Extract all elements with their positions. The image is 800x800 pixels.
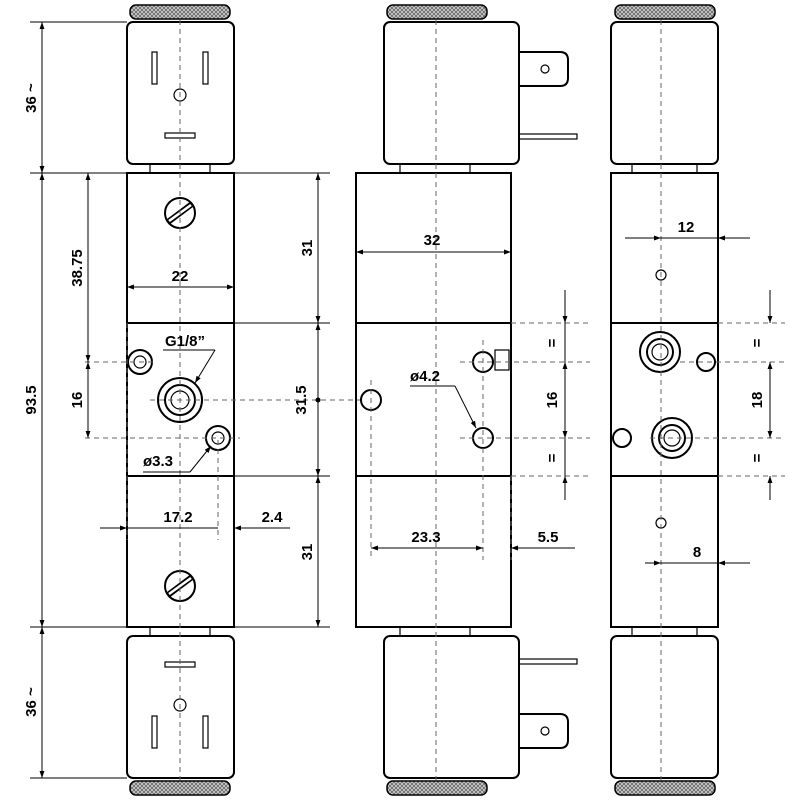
port-hole-icon	[205, 425, 231, 451]
coil-nut	[631, 163, 698, 174]
coil-slot-icon	[202, 715, 209, 749]
dim-equal-mark-1: =	[544, 338, 561, 347]
dim-mount-hole-left: ø3.3	[143, 453, 173, 470]
dim-screw-position: 38.75	[69, 249, 86, 287]
dimension-labels: 36 ~ 93.5 36 ~ 38.75 16 22 G1/8” ø3.3 17…	[23, 83, 766, 717]
port-hole-icon	[696, 352, 716, 372]
dim-port-spacing-left: 16	[69, 392, 86, 409]
port-hole-icon	[612, 428, 632, 448]
dimension-lines	[30, 21, 773, 779]
valve-body-right	[610, 172, 719, 628]
valve-body-center	[355, 172, 512, 628]
knurled-nut-bottom	[386, 780, 488, 796]
knurled-nut-top	[386, 4, 488, 20]
coil-slot-icon	[202, 51, 209, 85]
dim-offset-f: 8	[693, 544, 701, 561]
dim-offset-e: 12	[678, 219, 695, 236]
terminal-tab	[518, 658, 578, 665]
knurled-nut-bottom	[614, 780, 716, 796]
coil-top	[610, 21, 719, 165]
coil-slot-icon	[151, 51, 158, 85]
small-hole-icon	[655, 269, 667, 281]
main-port-icon	[157, 377, 203, 423]
coil-nut	[631, 626, 698, 637]
dim-end-section-bottom: 31	[299, 544, 316, 561]
dim-port-spacing-center: 16	[544, 392, 561, 409]
dim-offset-d: 5.5	[538, 529, 559, 546]
coil-bottom	[383, 635, 520, 779]
coil-bottom	[610, 635, 719, 779]
knurled-nut-top	[129, 4, 231, 20]
right-view	[610, 4, 785, 796]
dim-body-width: 32	[424, 232, 441, 249]
dim-offset-a: 17.2	[163, 509, 192, 526]
dim-coil-height-bottom: 36 ~	[23, 687, 40, 717]
dim-mount-hole-center: ø4.2	[410, 368, 440, 385]
coil-nut	[399, 626, 471, 637]
coil-slot-icon	[151, 715, 158, 749]
pilot-plug	[494, 349, 510, 371]
dim-equal-mark-4: =	[749, 453, 766, 462]
left-view	[85, 4, 360, 796]
spade-terminal-icon	[519, 51, 569, 87]
dim-center-section: 31.5	[293, 385, 310, 414]
dim-coil-height-top: 36 ~	[23, 83, 40, 113]
dim-port-spacing-right: 18	[749, 392, 766, 409]
coil-nut	[399, 163, 471, 174]
coil-top	[383, 21, 520, 165]
dim-offset-c: 23.3	[411, 529, 440, 546]
dim-offset-b: 2.4	[262, 509, 284, 526]
main-port-icon	[639, 331, 681, 373]
knurled-nut-top	[614, 4, 716, 20]
terminal-tab	[518, 133, 578, 140]
dim-equal-mark-3: =	[749, 338, 766, 347]
knurled-nut-bottom	[129, 780, 231, 796]
spade-terminal-icon	[519, 713, 569, 749]
dim-end-section-top: 31	[299, 240, 316, 257]
dim-port-thread: G1/8”	[165, 333, 205, 350]
dim-equal-mark-2: =	[544, 453, 561, 462]
dim-end-cap-width: 22	[172, 268, 189, 285]
center-view	[355, 4, 590, 796]
dim-body-length: 93.5	[23, 385, 40, 414]
